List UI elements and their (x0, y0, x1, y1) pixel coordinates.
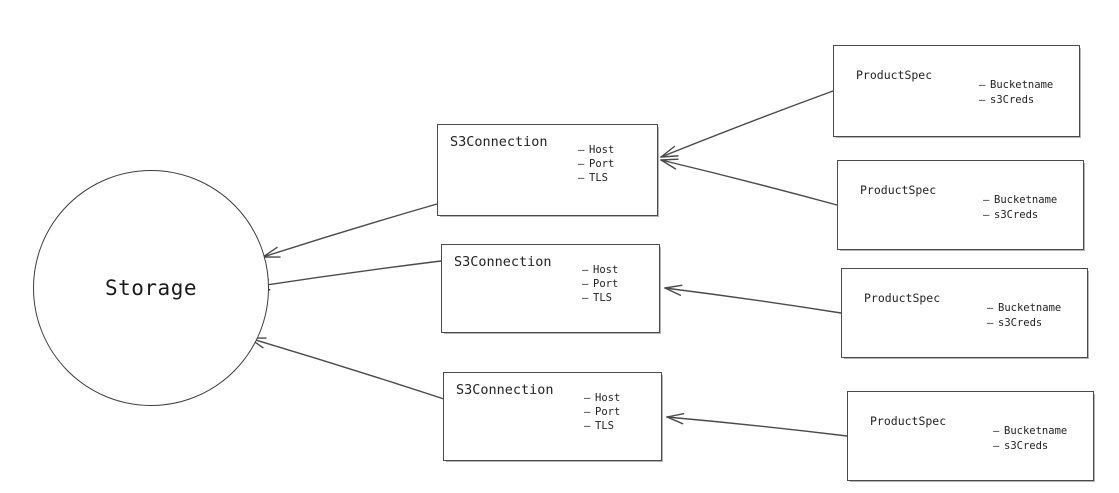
s3connection-attributes: –Host–Port–TLS (582, 263, 618, 305)
arrow-head (666, 416, 684, 425)
bullet-dash-icon: – (987, 302, 994, 314)
attribute-row: –Host (582, 263, 618, 277)
arrow-head (262, 246, 278, 258)
attribute-row: –Host (584, 391, 620, 405)
attribute-label: s3Creds (990, 94, 1035, 106)
arrow-line (660, 90, 834, 158)
bullet-dash-icon: – (987, 317, 994, 329)
attribute-label: Host (593, 264, 619, 276)
arrow-head (664, 284, 683, 289)
productspec-attributes: –Bucketname–s3Creds (983, 193, 1057, 223)
bullet-dash-icon: – (584, 392, 591, 404)
productspec-attributes: –Bucketname–s3Creds (987, 301, 1061, 331)
attribute-row: –s3Creds (979, 93, 1053, 108)
productspec-attributes: –Bucketname–s3Creds (979, 78, 1053, 108)
arrow-line (666, 416, 848, 437)
arrow-line (262, 203, 438, 258)
bullet-dash-icon: – (582, 278, 589, 290)
storage-label: Storage (104, 276, 197, 300)
arrow-line (252, 260, 442, 288)
attribute-row: –s3Creds (993, 439, 1067, 454)
attribute-row: –TLS (578, 171, 614, 185)
bullet-dash-icon: – (578, 144, 585, 156)
productspec-title: ProductSpec (870, 414, 947, 428)
bullet-dash-icon: – (993, 425, 1000, 437)
bullet-dash-icon: – (584, 406, 591, 418)
attribute-row: –Bucketname (983, 193, 1057, 208)
attribute-row: –s3Creds (983, 208, 1057, 223)
attribute-label: TLS (595, 420, 614, 432)
bullet-dash-icon: – (983, 209, 990, 221)
attribute-label: TLS (589, 172, 608, 184)
bullet-dash-icon: – (983, 194, 990, 206)
s3connection-attributes: –Host–Port–TLS (578, 143, 614, 185)
attribute-row: –TLS (584, 419, 620, 433)
arrow-head (660, 155, 679, 158)
productspec-attributes: –Bucketname–s3Creds (993, 424, 1067, 454)
attribute-row: –Host (578, 143, 614, 157)
attribute-label: Bucketname (1004, 425, 1068, 437)
bullet-dash-icon: – (979, 79, 986, 91)
attribute-row: –Bucketname (987, 301, 1061, 316)
productspec-box[interactable]: ProductSpec –Bucketname–s3Creds (833, 45, 1080, 137)
attribute-label: Host (595, 392, 621, 404)
bullet-dash-icon: – (584, 420, 591, 432)
productspec-title: ProductSpec (856, 68, 933, 82)
attribute-label: s3Creds (1004, 440, 1049, 452)
attribute-row: –TLS (582, 291, 618, 305)
s3connection-title: S3Connection (456, 382, 554, 398)
attribute-label: Port (593, 278, 619, 290)
bullet-dash-icon: – (979, 94, 986, 106)
arrow-head (660, 145, 676, 158)
attribute-label: Port (589, 158, 615, 170)
productspec-box[interactable]: ProductSpec –Bucketname–s3Creds (837, 160, 1084, 250)
attribute-label: Port (595, 406, 621, 418)
bullet-dash-icon: – (578, 158, 585, 170)
bullet-dash-icon: – (578, 172, 585, 184)
attribute-row: –s3Creds (987, 316, 1061, 331)
arrow-head (666, 413, 685, 418)
attribute-label: TLS (593, 292, 612, 304)
attribute-row: –Bucketname (979, 78, 1053, 93)
s3connection-title: S3Connection (454, 254, 552, 270)
s3connection-box[interactable]: S3Connection –Host–Port–TLS (441, 244, 660, 333)
productspec-box[interactable]: ProductSpec –Bucketname–s3Creds (847, 391, 1094, 481)
attribute-row: –Bucketname (993, 424, 1067, 439)
attribute-label: s3Creds (998, 317, 1043, 329)
arrow-head (660, 159, 677, 170)
arrow-line (248, 337, 448, 401)
attribute-row: –Port (578, 157, 614, 171)
s3connection-title: S3Connection (450, 134, 548, 150)
attribute-row: –Port (584, 405, 620, 419)
attribute-row: –Port (582, 277, 618, 291)
productspec-title: ProductSpec (860, 183, 937, 197)
arrow-head (660, 158, 679, 161)
s3connection-box[interactable]: S3Connection –Host–Port–TLS (443, 372, 662, 461)
attribute-label: Bucketname (990, 79, 1054, 91)
bullet-dash-icon: – (993, 440, 1000, 452)
attribute-label: s3Creds (994, 209, 1039, 221)
attribute-label: Host (589, 144, 615, 156)
productspec-box[interactable]: ProductSpec –Bucketname–s3Creds (841, 268, 1088, 358)
arrow-line (660, 159, 838, 206)
arrow-head (664, 287, 682, 296)
attribute-label: Bucketname (998, 302, 1062, 314)
s3connection-box[interactable]: S3Connection –Host–Port–TLS (437, 124, 658, 216)
s3connection-attributes: –Host–Port–TLS (584, 391, 620, 433)
attribute-label: Bucketname (994, 194, 1058, 206)
storage-node[interactable]: Storage (33, 170, 269, 406)
productspec-title: ProductSpec (864, 291, 941, 305)
arrow-line (664, 287, 842, 314)
bullet-dash-icon: – (582, 292, 589, 304)
bullet-dash-icon: – (582, 264, 589, 276)
